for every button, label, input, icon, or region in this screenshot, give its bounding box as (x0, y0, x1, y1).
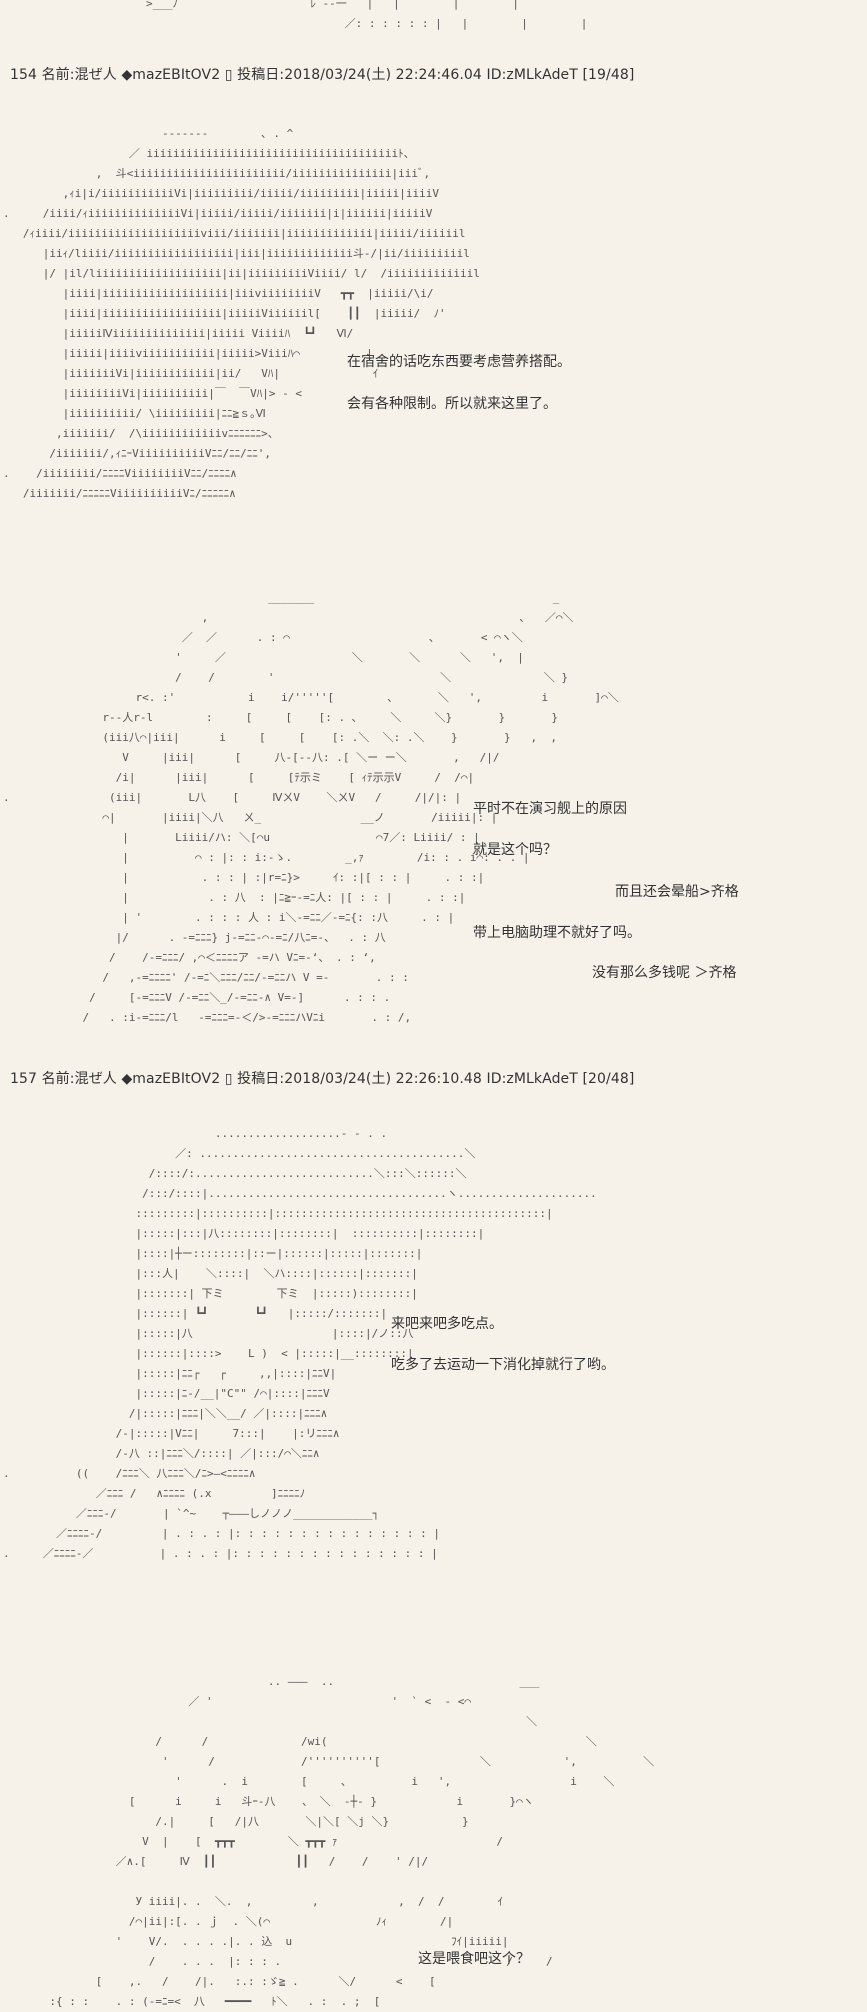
dialogue-line: 在宿舍的话吃东西要考虑营养搭配。 (347, 354, 571, 370)
dialogue-line: 来吧来吧多吃点。 (391, 1316, 503, 1332)
ascii-art-character-3: ...................‐ - . . ／: ..........… (3, 1127, 597, 1560)
ascii-art-character-2: _______ _ , ､ ／⌒＼ ／ ／ . : ⌒ ､ (3, 591, 619, 1024)
ascii-art-character-4: .. ――― .. ___ ／ ' ' ` < - <⌒ ＼ (49, 1675, 655, 2008)
dialogue-line: 没有那么多钱呢 ＞齐格 (592, 965, 737, 981)
dialogue-line: 这是喂食吧这个？ (418, 1951, 530, 1967)
dialogue-line: 带上电脑助理不就好了吗。 (473, 925, 641, 941)
post-header: 157 名前:混ぜ人 ◆mazEBItOV2 ▯ 投稿日:2018/03/24(… (10, 1071, 635, 1087)
ascii-art-top: >___ﾉ ﾚ -‐一 | | | | ／: : : : : : | | | | (145, 0, 588, 30)
post-header: 154 名前:混ぜ人 ◆mazEBItOV2 ▯ 投稿日:2018/03/24(… (10, 67, 635, 83)
dialogue-line: 平时不在演习舰上的原因 (473, 801, 627, 817)
dialogue-line: 就是这个吗？ (473, 842, 557, 858)
dialogue-line: 会有各种限制。所以就来这里了。 (347, 396, 557, 412)
dialogue-line: 吃多了去运动一下消化掉就行了哟。 (391, 1357, 615, 1373)
dialogue-line: 而且还会晕船>齐格 (615, 884, 739, 900)
ascii-art-character-1: ------- ､ . ^ ／ iiiiiiiiiiiiiiiiiiiiiiii… (3, 127, 480, 500)
